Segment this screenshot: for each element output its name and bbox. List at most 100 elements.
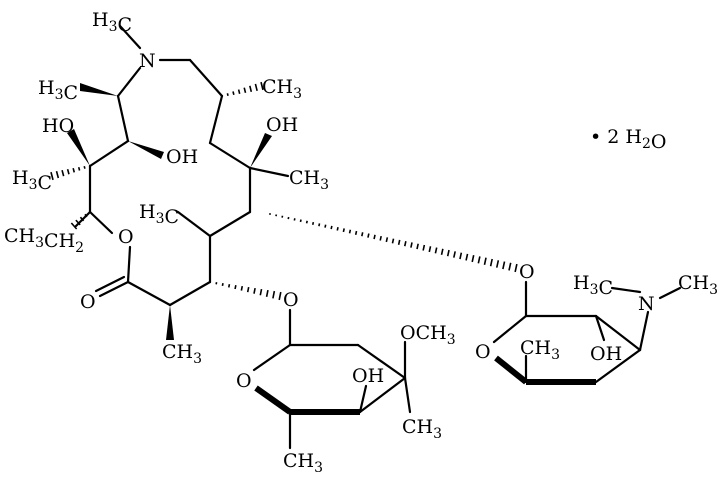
c12-methyl-hash <box>50 171 54 181</box>
c3-oxygen-hash <box>240 285 244 291</box>
n-ring-label: N <box>139 50 156 72</box>
cladinose-ring-bonds <box>252 308 412 450</box>
c8-methyl-hash <box>249 85 253 93</box>
cladinose-c3-ch3-label: CH3 <box>402 416 442 442</box>
c5-oxygen-hash <box>324 224 327 228</box>
c2-ch3-label: CH3 <box>162 341 202 367</box>
desosamine-link-o-label: O <box>519 261 535 283</box>
c5-oxygen-hash <box>416 243 419 250</box>
c3-oxygen-hash <box>234 285 237 290</box>
c5-oxygen-hash <box>336 227 339 231</box>
desosamine-n-ch3-label: CH3 <box>678 272 718 298</box>
c5-oxygen-hash <box>361 232 364 237</box>
c8-methyl-hash <box>237 89 241 95</box>
c5-oxygen-hash <box>330 225 333 230</box>
c3-oxygen-hash <box>278 291 282 301</box>
c12-methyl-hash <box>77 166 81 171</box>
c8-methyl-hash <box>226 93 229 96</box>
desosamine-n-label: N <box>638 293 655 315</box>
c5-oxygen-hash <box>440 248 444 255</box>
nme-h3c-label: H3C <box>92 9 132 36</box>
c5-oxygen-hash <box>465 253 469 261</box>
c5-oxygen-hash <box>422 244 426 251</box>
c13-ethyl-hash <box>88 210 92 214</box>
c5-oxygen-hash <box>305 220 308 224</box>
c5-oxygen-hash <box>489 258 493 267</box>
c5-oxygen-hash <box>502 261 506 270</box>
c12-methyl-hash <box>55 170 60 179</box>
wedge-bonds <box>67 83 272 340</box>
c5-oxygen-hash <box>379 235 382 241</box>
c8-ch3-label: CH3 <box>262 76 302 102</box>
c12-methyl-hash <box>61 169 65 177</box>
macrolide-ring-bonds <box>74 24 290 307</box>
c8-methyl-hash <box>232 91 235 95</box>
c5-oxygen-hash <box>311 221 315 225</box>
c13-ethyl-hash <box>84 213 88 218</box>
c11-oh-left-label: HO <box>42 115 74 137</box>
c6-ch3-label: CH3 <box>289 167 329 193</box>
c3-oxygen-hash <box>259 288 263 296</box>
c5-oxygen-hash <box>453 251 456 258</box>
cladinose-och3-label: OCH3 <box>400 322 456 348</box>
c5-oxygen-hash <box>397 239 401 245</box>
c3-oxygen-hash <box>221 283 224 287</box>
c5-oxygen-hash <box>318 223 321 227</box>
c4-h3c-label: H3C <box>139 201 179 228</box>
c5-oxygen-hash <box>367 233 370 238</box>
c12-h3c-label: H3C <box>12 167 52 194</box>
c3-oxygen-hash <box>253 287 256 294</box>
c10-h3c-label: H3C <box>38 77 78 104</box>
c5-oxygen-hash <box>354 230 358 235</box>
hydrate-label: • 2 H2O <box>590 126 666 153</box>
c5-oxygen-hash <box>508 262 512 271</box>
c13-ethyl-hash <box>70 222 78 230</box>
cladinose-oh-label: OH <box>352 365 384 387</box>
c5-oxygen-hash <box>373 234 376 240</box>
c3-oxygen-hash <box>265 289 269 297</box>
c5-oxygen-hash <box>514 263 518 273</box>
c5-oxygen-hash <box>434 247 438 254</box>
cladinose-ring-o-label: O <box>236 370 252 392</box>
c5-oxygen-hash <box>459 252 463 260</box>
ethyl-label: CH3CH2 <box>4 225 84 256</box>
c3-oxygen-hash <box>272 290 276 299</box>
c12-methyl-hash <box>83 166 86 169</box>
desosamine-ring-bonds <box>492 280 682 385</box>
c13-ethyl-hash <box>79 216 85 222</box>
c3-oxygen-hash <box>246 286 250 293</box>
c5-oxygen-hash <box>299 219 302 223</box>
c5-oxygen-hash <box>385 237 389 243</box>
desosamine-ch3-label: CH3 <box>520 337 560 363</box>
c5-oxygen-hash <box>342 228 345 233</box>
c12-methyl-hash <box>66 168 70 175</box>
c5-oxygen-hash <box>495 260 500 268</box>
desosamine-ring-o-label: O <box>475 341 491 363</box>
c5-oxygen-hash <box>410 242 413 248</box>
c12-methyl-hash <box>72 167 76 173</box>
c3-oxygen-hash <box>227 284 231 288</box>
c5-oxygen-hash <box>428 246 432 253</box>
carbonyl-o-label: O <box>80 291 96 313</box>
atom-labels: N H3C H3C HO OH H3C CH3CH2 O O CH3 CH3 O… <box>4 9 718 476</box>
c8-methyl-hash <box>243 87 247 94</box>
c5-oxygen-hash <box>477 256 481 264</box>
lactone-o-label: O <box>118 226 134 248</box>
hashed-bonds <box>50 81 518 301</box>
c6-oh-label: OH <box>266 114 298 136</box>
c5-oxygen-hash <box>446 249 450 257</box>
cladinose-link-o-label: O <box>283 289 299 311</box>
desosamine-h3c-label: H3C <box>573 272 613 299</box>
c13-ethyl-hash <box>75 219 81 226</box>
c12-oh-label: OH <box>166 146 198 168</box>
desosamine-oh-label: OH <box>590 343 622 365</box>
c8-methyl-hash <box>260 81 264 91</box>
c5-oxygen-hash <box>483 257 487 265</box>
c5-oxygen-hash <box>391 238 395 244</box>
c5-oxygen-hash <box>471 255 475 263</box>
cladinose-c5-ch3-label: CH3 <box>283 450 323 476</box>
c5-oxygen-hash <box>403 241 407 247</box>
c5-oxygen-hash <box>348 229 352 234</box>
c8-methyl-hash <box>254 83 258 92</box>
